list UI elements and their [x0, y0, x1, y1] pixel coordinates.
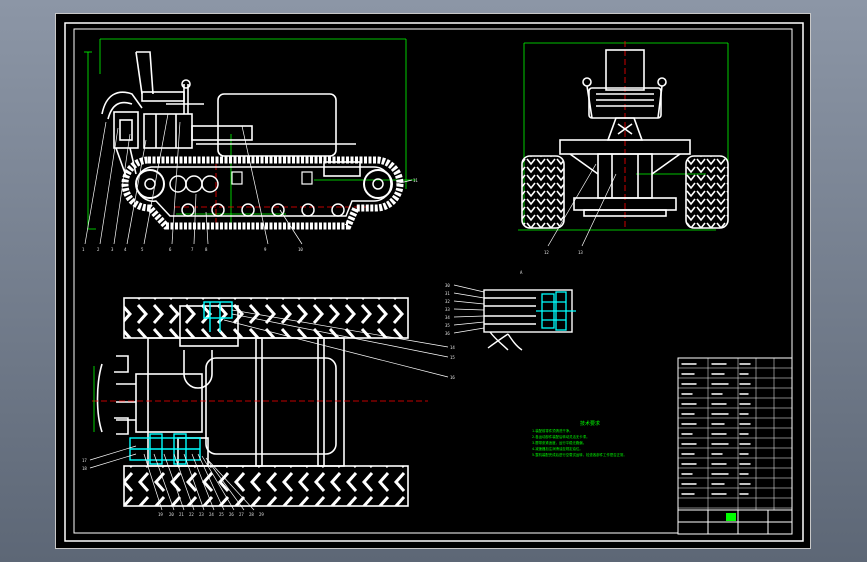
callout: 26: [229, 512, 234, 517]
notes-line: 2.各运动部件装配后转动灵活无卡滞。: [532, 434, 589, 439]
callout: 7: [191, 247, 194, 252]
callout: 23: [199, 512, 204, 517]
callout: 17: [82, 458, 87, 463]
callout: 20: [169, 512, 174, 517]
side-dimensions: [84, 38, 416, 230]
front-view[interactable]: 12 13: [518, 41, 729, 255]
plan-track-bottom: [123, 465, 409, 507]
callout: 33: [445, 307, 450, 312]
callout: 28: [249, 512, 254, 517]
callout: 35: [445, 323, 450, 328]
notes-line: 1.装配前零件须清洗干净。: [532, 428, 573, 433]
notes-line: 4.减速器加注润滑油至规定油位。: [532, 446, 583, 451]
drawing-border-outer: [64, 22, 804, 542]
front-leaders: [547, 163, 617, 247]
callout: 31: [445, 291, 450, 296]
notes-line: 5.整机装配完成后进行空载试运转，检查各部件工作是否正常。: [532, 452, 627, 457]
drawing-viewport[interactable]: 1 2 3 4 5 6 7 8 9 10 11: [55, 13, 811, 549]
callout: 11: [413, 178, 418, 183]
detail-highlight: [536, 291, 576, 331]
callout: 25: [219, 512, 224, 517]
callout: 30: [445, 283, 450, 288]
callout: 14: [450, 345, 455, 350]
parts-list-grid: [678, 358, 792, 510]
callout: 10: [298, 247, 303, 252]
callout: 6: [169, 247, 172, 252]
callout: 34: [445, 315, 450, 320]
callout: 27: [239, 512, 244, 517]
title-block: [678, 509, 792, 534]
plan-body: [96, 305, 345, 467]
callout: 5: [141, 247, 144, 252]
callout: 9: [264, 247, 267, 252]
callout: 13: [578, 250, 583, 255]
plan-view[interactable]: 14 15 16 17 18 19 20 21 22 23 24 25 26 2…: [82, 297, 455, 517]
callout: 21: [179, 512, 184, 517]
notes-title: 技术要求: [580, 420, 600, 427]
callout: 1: [82, 247, 85, 252]
callout: 32: [445, 299, 450, 304]
callout: 16: [450, 375, 455, 380]
callout: 12: [544, 250, 549, 255]
callout: 4: [124, 247, 127, 252]
callout: 2: [97, 247, 100, 252]
parts-list-table[interactable]: [677, 357, 793, 535]
side-callouts: 1 2 3 4 5 6 7 8 9 10 11: [82, 178, 418, 252]
side-track: [121, 156, 404, 230]
side-centerlines: [174, 164, 366, 229]
detail-view-a[interactable]: A 30 31 32 33: [445, 270, 576, 351]
cad-drawing: 1 2 3 4 5 6 7 8 9 10 11: [64, 22, 804, 542]
callout: 29: [259, 512, 264, 517]
front-body: [559, 49, 691, 217]
plan-track-top: [123, 297, 409, 339]
front-tire-left: [521, 155, 565, 229]
notes-line: 3.履带张紧适度，运行平稳无跑偏。: [532, 440, 586, 445]
callout: 19: [158, 512, 163, 517]
title-block-stamp: [726, 513, 736, 521]
callout: 3: [111, 247, 114, 252]
plan-leaders: [89, 309, 449, 511]
detail-leaders: [453, 284, 485, 334]
callout: 8: [205, 247, 208, 252]
side-body: [101, 51, 361, 177]
parts-list-entries: [681, 363, 751, 495]
plan-gearbox-highlight: [129, 301, 233, 465]
side-leaders: [84, 113, 413, 245]
drawing-border-inner: [73, 28, 793, 534]
technical-notes: 技术要求 1.装配前零件须清洗干净。 2.各运动部件装配后转动灵活无卡滞。 3.…: [532, 420, 627, 457]
side-view[interactable]: 1 2 3 4 5 6 7 8 9 10 11: [82, 38, 418, 252]
callout: 18: [82, 466, 87, 471]
callout: 22: [189, 512, 194, 517]
callout: 36: [445, 331, 450, 336]
detail-title: A: [520, 270, 523, 275]
front-tire-right: [685, 155, 729, 229]
callout: 24: [209, 512, 214, 517]
callout: 15: [450, 355, 455, 360]
